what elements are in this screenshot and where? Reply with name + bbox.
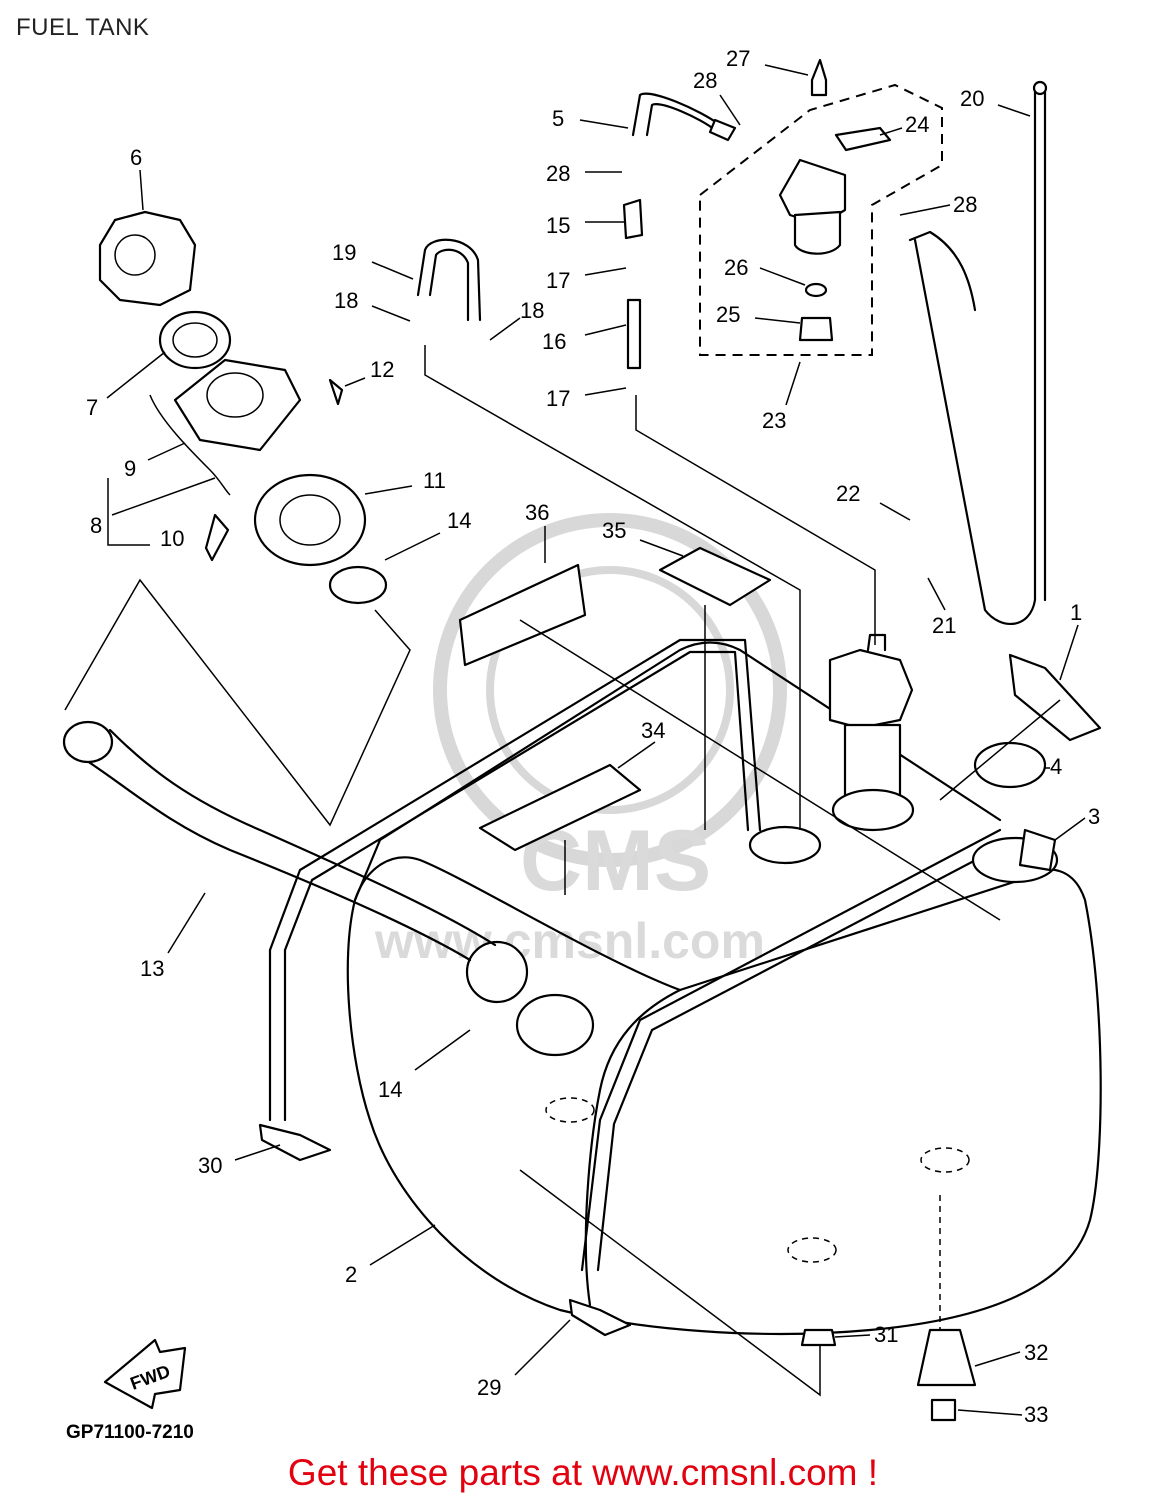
fuel-sender-unit [828, 633, 1059, 884]
callout-14-bottom: 14 [378, 1077, 402, 1102]
leader-lines [424, 345, 1061, 921]
callout-20: 20 [960, 86, 984, 111]
callouts: 1 2 3 4 5 6 7 8 9 10 11 12 13 14 14 15 1… [86, 46, 1100, 1427]
callout-17-bottom: 17 [546, 386, 570, 411]
filler-assembly [98, 210, 388, 605]
callout-28-left: 28 [546, 161, 570, 186]
callout-35: 35 [602, 518, 626, 543]
callout-17-top: 17 [546, 268, 570, 293]
callout-5: 5 [552, 106, 564, 131]
callout-32: 32 [1024, 1340, 1048, 1365]
callout-25: 25 [716, 302, 740, 327]
filler-hose [62, 720, 497, 962]
callout-33: 33 [1024, 1402, 1048, 1427]
callout-29: 29 [477, 1375, 501, 1400]
fuel-pump-assembly [699, 58, 943, 356]
callout-21: 21 [932, 613, 956, 638]
callout-23: 23 [762, 408, 786, 433]
callout-10: 10 [160, 526, 184, 551]
callout-18-right: 18 [520, 298, 544, 323]
callout-9: 9 [124, 456, 136, 481]
callout-28-right: 28 [953, 192, 977, 217]
callout-3: 3 [1088, 804, 1100, 829]
callout-31: 31 [874, 1322, 898, 1347]
page-title: FUEL TANK [16, 14, 150, 41]
fuel-lines [416, 80, 1048, 625]
callout-14-top: 14 [447, 508, 471, 533]
callout-1: 1 [1070, 600, 1082, 625]
callout-27: 27 [726, 46, 750, 71]
decals [458, 546, 1102, 852]
callout-6: 6 [130, 145, 142, 170]
callout-11: 11 [423, 468, 446, 493]
callout-22: 22 [836, 481, 860, 506]
callout-15: 15 [546, 213, 570, 238]
callout-4: 4 [1050, 754, 1062, 779]
callout-36: 36 [525, 500, 549, 525]
callout-28-top: 28 [693, 68, 717, 93]
callout-18-left: 18 [334, 288, 358, 313]
callout-30: 30 [198, 1153, 222, 1178]
watermark-site: www.cmsnl.com [374, 913, 765, 969]
callout-26: 26 [724, 255, 748, 280]
promo-link[interactable]: Get these parts at www.cmsnl.com ! [287, 1452, 879, 1493]
callout-8: 8 [90, 513, 102, 538]
callout-34: 34 [641, 718, 665, 743]
mounting-hardware: FWD [103, 1123, 977, 1422]
fuel-tank-body [268, 638, 1102, 1336]
callout-16: 16 [542, 329, 566, 354]
callout-7: 7 [86, 395, 98, 420]
callout-12: 12 [370, 357, 394, 382]
watermark: CMS www.cmsnl.com [374, 513, 787, 969]
callout-13: 13 [140, 956, 164, 981]
diagram-code: GP71100-7210 [66, 1422, 194, 1443]
callout-2: 2 [345, 1262, 357, 1287]
callout-24: 24 [905, 112, 929, 137]
callout-19: 19 [332, 240, 356, 265]
